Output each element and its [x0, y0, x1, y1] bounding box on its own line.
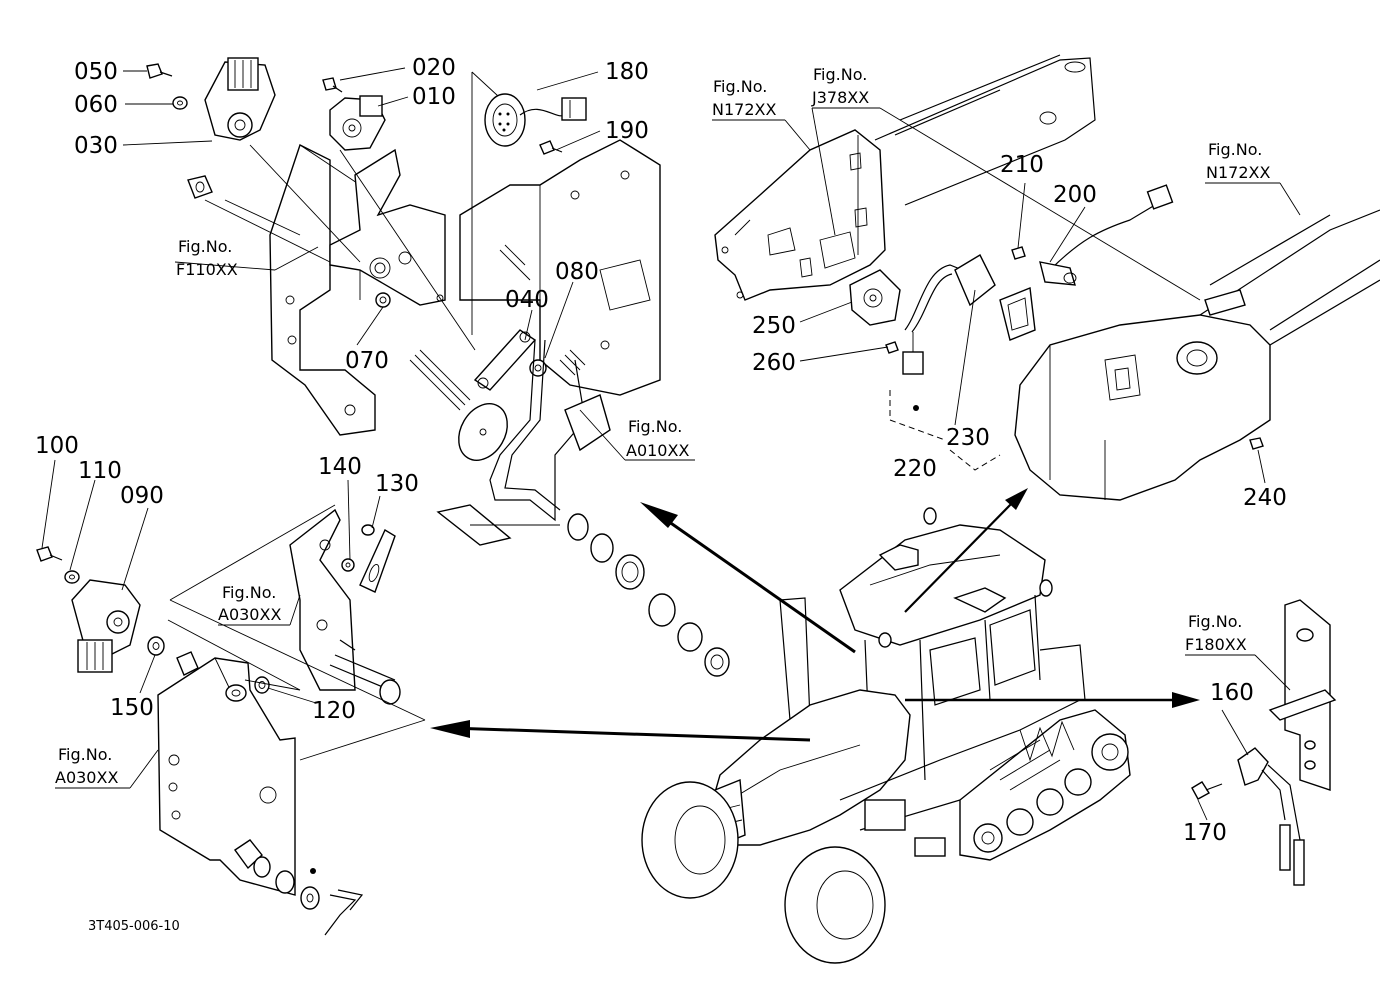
fig-ref-f110: F110XX: [176, 260, 238, 279]
bolt-100: [36, 546, 63, 562]
upper-left-bracket-assembly: [269, 139, 661, 436]
part-label-100: 100: [35, 433, 79, 459]
part-label-140: 140: [318, 454, 362, 480]
part-label-150: 150: [110, 695, 154, 721]
part-label-080: 080: [555, 259, 599, 285]
fig-ref-label-f180: Fig.No.: [1188, 612, 1242, 631]
part-label-050: 050: [74, 59, 118, 85]
part-number-labels: 050 060 030 020 010 180 190 080 040 070 …: [35, 55, 1287, 846]
collar: [187, 175, 213, 199]
part-label-110: 110: [78, 458, 122, 484]
lower-right-bracket: [1191, 599, 1337, 886]
fig-ref-label-a010: Fig.No.: [628, 417, 682, 436]
washer-110: [64, 570, 80, 584]
part-label-260: 260: [752, 350, 796, 376]
fig-ref-label-a030-upper: Fig.No.: [222, 583, 276, 602]
bolt-020: [322, 77, 343, 93]
fig-ref-label-n172-right: Fig.No.: [1208, 140, 1262, 159]
fig-ref-n172-left: N172XX: [712, 100, 776, 119]
part-label-020: 020: [412, 55, 456, 81]
part-label-040: 040: [505, 287, 549, 313]
connector-180: [484, 93, 587, 147]
part-label-250: 250: [752, 313, 796, 339]
part-label-200: 200: [1053, 182, 1097, 208]
part-label-190: 190: [605, 118, 649, 144]
location-arrows: [430, 488, 1200, 742]
sensor-030: [204, 57, 276, 141]
leader-lines: [41, 67, 1301, 821]
part-label-230: 230: [946, 425, 990, 451]
washer-150: [147, 636, 165, 656]
diagram-code: 3T405-006-10: [88, 919, 180, 934]
part-label-160: 160: [1210, 680, 1254, 706]
part-label-130: 130: [375, 471, 419, 497]
fig-ref-n172-right: N172XX: [1206, 163, 1270, 182]
fig-ref-label-j378: Fig.No.: [813, 65, 867, 84]
part-label-170: 170: [1183, 820, 1227, 846]
part-label-090: 090: [120, 483, 164, 509]
upper-right-console: [714, 54, 1380, 501]
screw-190: [539, 140, 563, 155]
part-label-240: 240: [1243, 485, 1287, 511]
figure-reference-labels: Fig.No. F110XX Fig.No. A010XX Fig.No. A0…: [55, 65, 1270, 787]
part-label-030: 030: [74, 133, 118, 159]
left-bracket-assembly: [157, 508, 401, 936]
part-label-010: 010: [412, 84, 456, 110]
fig-ref-label-a030-lower: Fig.No.: [58, 745, 112, 764]
washer-060: [172, 96, 188, 110]
part-label-220: 220: [893, 456, 937, 482]
part-label-060: 060: [74, 92, 118, 118]
fig-ref-label-n172-left: Fig.No.: [713, 77, 767, 96]
fig-ref-a010: A010XX: [626, 441, 689, 460]
pedal-assembly: [436, 339, 730, 677]
sensor-090: [71, 579, 141, 673]
fig-ref-a030-upper: A030XX: [218, 605, 281, 624]
fig-ref-a030-lower: A030XX: [55, 768, 118, 787]
fig-ref-f180: F180XX: [1185, 635, 1247, 654]
part-label-070: 070: [345, 348, 389, 374]
part-label-120: 120: [312, 698, 356, 724]
fig-ref-j378: J378XX: [811, 88, 869, 107]
sensor-010: [329, 95, 386, 151]
bolt-050: [146, 63, 173, 79]
part-label-210: 210: [1000, 152, 1044, 178]
part-label-180: 180: [605, 59, 649, 85]
fig-ref-label-f110: Fig.No.: [178, 237, 232, 256]
tractor-illustration: [641, 507, 1131, 964]
